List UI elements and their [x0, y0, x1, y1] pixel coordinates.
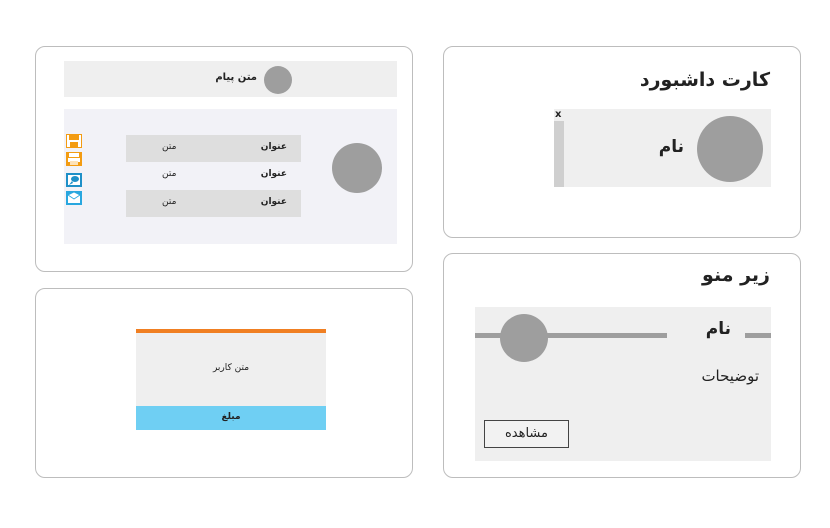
user-text: متن کاربر	[212, 363, 250, 373]
dashboard-card: کارت داشبورد x نام	[443, 46, 801, 238]
list-item-text: متن	[162, 197, 177, 207]
submenu-card: زیر منو نام توضیحات مشاهده	[443, 253, 801, 478]
amount-label: مبلغ	[221, 412, 241, 422]
message-avatar	[264, 66, 292, 94]
dashboard-profile: x نام	[554, 109, 771, 187]
list-avatar	[332, 143, 382, 193]
list-item[interactable]: عنوان متن	[126, 162, 301, 189]
divider-line	[745, 333, 771, 338]
print-icon[interactable]	[66, 152, 82, 166]
user-card: متن کاربر مبلغ	[35, 288, 413, 478]
submenu-avatar	[500, 314, 548, 362]
submenu-name: نام	[705, 319, 731, 339]
list-item[interactable]: عنوان متن	[126, 190, 301, 217]
dashboard-avatar	[697, 116, 763, 182]
list-item-text: متن	[162, 169, 177, 179]
dashboard-name: نام	[658, 137, 684, 157]
message-card: متن پیام عنوان متن عنوان متن عنوان متن	[35, 46, 413, 272]
list-item-text: متن	[162, 142, 177, 152]
divider-line	[475, 333, 667, 338]
save-icon[interactable]	[66, 134, 82, 148]
user-top-bar	[136, 329, 326, 333]
amount-bar: مبلغ	[136, 406, 326, 430]
message-header: متن پیام	[64, 61, 397, 97]
list-item[interactable]: عنوان متن	[126, 135, 301, 162]
submenu-card-title: زیر منو	[702, 264, 770, 286]
list-item-title: عنوان	[260, 142, 287, 152]
list-item-title: عنوان	[260, 197, 287, 207]
message-header-text: متن پیام	[215, 72, 257, 83]
comment-icon[interactable]	[66, 173, 82, 187]
email-icon[interactable]	[66, 191, 82, 205]
close-icon[interactable]: x	[555, 109, 562, 120]
user-box: متن کاربر مبلغ	[136, 329, 326, 430]
list-item-title: عنوان	[260, 169, 287, 179]
submenu-panel: نام توضیحات مشاهده	[475, 307, 771, 461]
message-body: عنوان متن عنوان متن عنوان متن	[64, 109, 397, 244]
dashboard-card-title: کارت داشبورد	[639, 69, 770, 91]
dashboard-side-strip	[554, 121, 564, 187]
submenu-description: توضیحات	[701, 367, 759, 385]
view-button[interactable]: مشاهده	[484, 420, 569, 448]
